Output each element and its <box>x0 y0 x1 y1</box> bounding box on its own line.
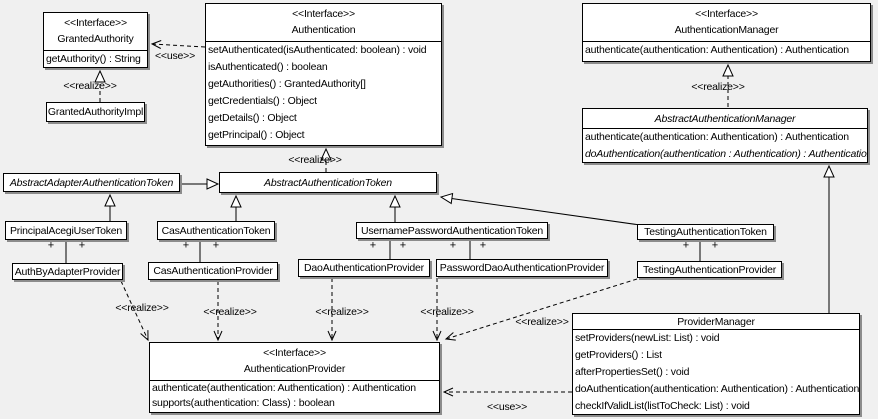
realize-authbyadapterprovider <box>120 280 149 342</box>
class-name: CasAuthenticationToken <box>161 224 271 237</box>
class-header: <<Interface>> AuthenticationProvider <box>150 343 439 381</box>
method: doAuthentication(authentication: Authent… <box>575 383 860 395</box>
method: checkIfValidList(listToCheck: List) : vo… <box>575 400 750 412</box>
stereotype-label: <<Interface>> <box>695 8 758 20</box>
generalization-testing-token <box>439 192 641 226</box>
plus-marker: + <box>682 239 690 252</box>
class-cas-authentication-provider[interactable]: CasAuthenticationProvider <box>148 262 278 280</box>
class-name: GrantedAuthority <box>57 33 134 45</box>
method: authenticate(authentication: Authenticat… <box>152 382 416 394</box>
method: authenticate(authentication: Authenticat… <box>585 44 849 56</box>
class-name: Authentication <box>291 24 356 36</box>
plus-marker: + <box>479 239 487 252</box>
stereotype-label: <<Interface>> <box>292 8 355 20</box>
realize-label: <<realize>> <box>315 306 369 318</box>
method: supports(authentication: Class) : boolea… <box>152 397 335 409</box>
class-abstract-authentication-token[interactable]: AbstractAuthenticationToken <box>219 172 437 193</box>
use-authentication-grantedauthority <box>150 40 206 49</box>
method: setProviders(newList: List) : void <box>575 332 720 344</box>
realize-label: <<realize>> <box>203 306 257 318</box>
use-label: <<use>> <box>154 50 196 62</box>
class-testing-authentication-provider[interactable]: TestingAuthenticationProvider <box>637 261 782 278</box>
use-label: <<use>> <box>486 401 528 413</box>
class-granted-authority-impl[interactable]: GrantedAuthorityImpl <box>46 102 145 122</box>
method: isAuthenticated() : boolean <box>208 61 328 73</box>
class-abstract-authentication-manager[interactable]: AbstractAuthenticationManager authentica… <box>582 108 868 163</box>
class-username-password-authentication-token[interactable]: UsernamePasswordAuthenticationToken <box>356 222 548 239</box>
realize-label: <<realize>> <box>515 316 569 328</box>
realize-label: <<realize>> <box>63 80 117 92</box>
method: getProviders() : List <box>575 349 662 361</box>
class-principal-acegi-user-token[interactable]: PrincipalAcegiUserToken <box>5 221 127 240</box>
class-testing-authentication-token[interactable]: TestingAuthenticationToken <box>637 224 774 240</box>
class-name: AuthenticationProvider <box>243 363 346 375</box>
method: getPrincipal() : Object <box>208 129 305 141</box>
realize-label: <<realize>> <box>420 306 474 318</box>
class-name: AuthByAdapterProvider <box>14 265 121 278</box>
realize-label: <<realize>> <box>691 81 745 93</box>
class-name: PrincipalAcegiUserToken <box>9 224 123 237</box>
method: getCredentials() : Object <box>208 95 317 107</box>
class-cas-authentication-token[interactable]: CasAuthenticationToken <box>157 221 275 240</box>
class-granted-authority[interactable]: <<Interface>> GrantedAuthority getAuthor… <box>43 12 148 68</box>
plus-marker: + <box>399 239 407 252</box>
class-name: TestingAuthenticationProvider <box>642 263 777 276</box>
class-name: CasAuthenticationProvider <box>153 265 273 277</box>
stereotype-label: <<Interface>> <box>64 17 127 29</box>
class-abstract-adapter-authentication-token[interactable]: AbstractAdapterAuthenticationToken <box>3 173 180 192</box>
class-auth-by-adapter-provider[interactable]: AuthByAdapterProvider <box>12 263 123 280</box>
class-header: <<Interface>> GrantedAuthority <box>44 13 147 51</box>
method: authenticate(authentication: Authenticat… <box>585 131 849 143</box>
class-authentication[interactable]: <<Interface>> Authentication setAuthenti… <box>205 3 442 146</box>
plus-marker: + <box>182 239 190 252</box>
abstract-method: doAuthentication(authentication : Authen… <box>585 148 868 160</box>
class-authentication-manager[interactable]: <<Interface>> AuthenticationManager auth… <box>582 3 871 62</box>
class-name: GrantedAuthorityImpl <box>47 106 144 118</box>
class-name: DaoAuthenticationProvider <box>304 262 424 274</box>
class-name: AuthenticationManager <box>674 24 779 36</box>
stereotype-label: <<Interface>> <box>263 347 326 359</box>
class-name: UsernamePasswordAuthenticationToken <box>360 224 544 237</box>
plus-marker: + <box>449 239 457 252</box>
class-name: ProviderManager <box>573 314 859 330</box>
class-name: TestingAuthenticationToken <box>644 226 767 238</box>
method: getDetails() : Object <box>208 112 297 124</box>
class-name: AbstractAdapterAuthenticationToken <box>9 176 174 189</box>
class-provider-manager[interactable]: ProviderManager setProviders(newList: Li… <box>572 313 860 415</box>
class-name: AbstractAuthenticationToken <box>264 176 392 189</box>
class-authentication-provider[interactable]: <<Interface>> AuthenticationProvider aut… <box>149 342 440 413</box>
plus-marker: + <box>711 239 719 252</box>
plus-marker: + <box>212 239 220 252</box>
realize-label: <<realize>> <box>115 302 169 314</box>
realize-testingprovider <box>444 278 638 341</box>
plus-marker: + <box>78 239 86 252</box>
method: getAuthorities() : GrantedAuthority[] <box>208 78 366 90</box>
class-name: AbstractAuthenticationManager <box>583 109 867 129</box>
class-name: PasswordDaoAuthenticationProvider <box>439 262 605 274</box>
class-dao-authentication-provider[interactable]: DaoAuthenticationProvider <box>298 259 430 277</box>
plus-marker: + <box>47 239 55 252</box>
method: getAuthority() : String <box>46 53 141 65</box>
class-header: <<Interface>> AuthenticationManager <box>583 4 870 42</box>
plus-marker: + <box>369 239 377 252</box>
class-password-dao-authentication-provider[interactable]: PasswordDaoAuthenticationProvider <box>436 259 608 277</box>
class-header: <<Interface>> Authentication <box>206 4 441 42</box>
method: afterPropertiesSet() : void <box>575 366 690 378</box>
method: setAuthenticated(isAuthenticated: boolea… <box>208 44 427 56</box>
realize-label: <<realize>> <box>288 154 342 166</box>
